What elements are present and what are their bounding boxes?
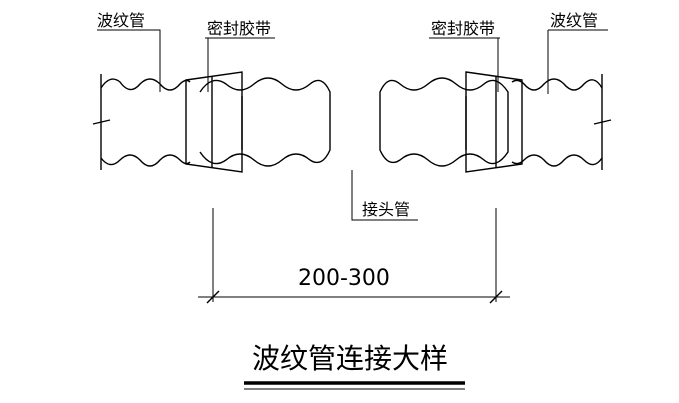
dimension-line (198, 208, 510, 304)
label-corrugated-pipe-left: 波纹管 (97, 11, 145, 30)
dimension-text: 200-300 (298, 266, 390, 291)
right-end-stop (593, 74, 612, 170)
left-sealing-tape (185, 71, 243, 173)
right-sealing-tape (465, 71, 523, 173)
drawing-title: 波纹管连接大样 (252, 342, 448, 375)
left-corrugated-pipe (100, 78, 191, 167)
label-joint-pipe: 接头管 (362, 200, 410, 219)
label-sealing-tape-left: 密封胶带 (207, 19, 271, 38)
left-end-stop (92, 74, 111, 170)
title-underline (244, 381, 465, 390)
label-sealing-tape-right: 密封胶带 (431, 19, 495, 38)
right-corrugated-pipe (511, 78, 603, 167)
leader-lines (97, 29, 608, 221)
joint-pipe (199, 77, 509, 167)
label-corrugated-pipe-right: 波纹管 (550, 11, 598, 30)
